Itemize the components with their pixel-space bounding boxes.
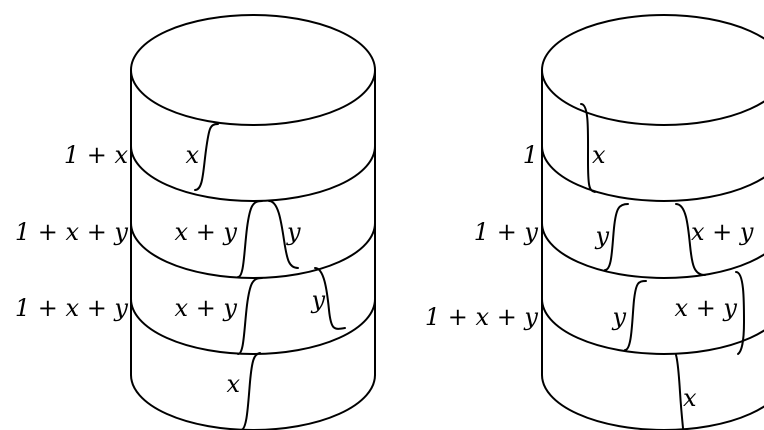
left-band3-xy-label: x + y — [175, 294, 238, 322]
right-band2-side-label: 1 + y — [474, 218, 539, 246]
right-band-line-3 — [541, 298, 764, 355]
right-band4-x-strand — [675, 354, 684, 429]
right-band4-x-label: x — [683, 384, 697, 412]
right-top-ellipse — [541, 14, 764, 126]
right-band3-y-strand — [624, 280, 647, 351]
right-band2-y-strand — [604, 203, 629, 271]
right-band1-x-strand — [580, 103, 596, 193]
left-band4-x-label: x — [226, 370, 240, 398]
right-cylinder: 1 1 + y 1 + x + y x y x + y y x + y x — [425, 14, 764, 430]
right-band1-x-label: x — [592, 141, 606, 169]
right-band1-side-label: 1 — [523, 141, 538, 169]
left-band2-xy-label: x + y — [175, 218, 238, 246]
right-band2-xy-strand — [675, 203, 706, 276]
left-band2-side-label: 1 + x + y — [15, 218, 129, 246]
left-band-line-2 — [130, 222, 376, 279]
left-band3-y-label: y — [310, 286, 325, 314]
right-band2-y-label: y — [594, 222, 609, 250]
left-cylinder: 1 + x 1 + x + y 1 + x + y x x + y y x + … — [15, 14, 376, 430]
left-band1-x-strand — [194, 123, 219, 191]
right-bottom-arc — [541, 374, 764, 430]
left-band3-side-label: 1 + x + y — [15, 294, 129, 322]
left-band-line-1 — [130, 145, 376, 202]
right-band3-y-label: y — [611, 303, 626, 331]
left-band1-side-label: 1 + x — [64, 141, 129, 169]
left-bottom-arc — [130, 374, 376, 430]
right-band2-xy-label: x + y — [691, 218, 754, 246]
left-band3-y-strand — [314, 267, 346, 330]
right-band3-side-label: 1 + x + y — [425, 303, 539, 331]
left-band2-y-label: y — [286, 218, 301, 246]
right-band-line-2 — [541, 222, 764, 279]
left-band2-xy-strand — [237, 200, 263, 278]
right-band-line-1 — [541, 145, 764, 202]
left-band1-x-label: x — [185, 141, 199, 169]
left-band4-x-strand — [240, 352, 261, 430]
left-band3-xy-strand — [237, 277, 263, 355]
right-band3-xy-strand — [735, 271, 745, 355]
left-top-ellipse — [130, 14, 376, 126]
left-band-line-3 — [130, 298, 376, 355]
right-band3-xy-label: x + y — [675, 294, 738, 322]
left-band2-y-strand — [268, 200, 299, 269]
